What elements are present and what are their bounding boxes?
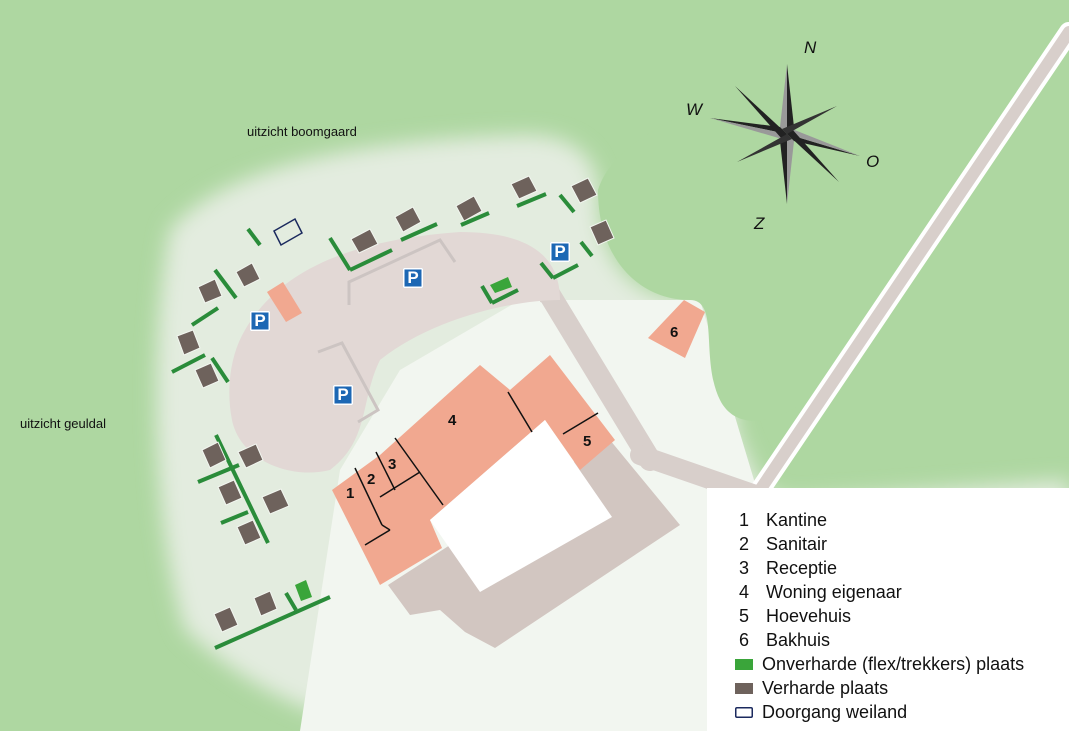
legend-text: Doorgang weiland xyxy=(762,701,908,722)
parking-sign: P xyxy=(550,242,570,262)
legend-item: 4 Woning eigenaar xyxy=(735,580,902,604)
parking-outlines xyxy=(317,238,457,424)
legend-text: Woning eigenaar xyxy=(766,581,902,602)
parking-sign: P xyxy=(403,268,423,288)
view-valley-label: uitzicht geuldal xyxy=(20,416,106,431)
compass-south: Z xyxy=(754,214,765,233)
compass-west: W xyxy=(686,100,703,119)
hedges xyxy=(171,192,594,650)
legend-item: 2 Sanitair xyxy=(735,532,827,556)
compass-east: O xyxy=(866,152,880,171)
grass-east xyxy=(598,0,1069,421)
legend-number: 1 xyxy=(739,509,750,530)
legend-text: Sanitair xyxy=(766,533,828,554)
paved-pitches xyxy=(176,175,615,633)
legend-text: Verharde plaats xyxy=(762,677,889,698)
passage-icon xyxy=(273,217,303,247)
building-6 xyxy=(648,300,705,358)
view-orchard-label: uitzicht boomgaard xyxy=(247,124,357,139)
paved-swatch-icon xyxy=(735,682,753,694)
building-1-label: 1 xyxy=(346,485,355,502)
legend-symbol-unpaved: Onverharde (flex/trekkers) plaats xyxy=(735,652,1024,676)
building-walls xyxy=(354,391,599,546)
central-plaza xyxy=(229,232,560,473)
legend-number: 6 xyxy=(739,629,750,650)
compass-rose xyxy=(710,64,860,204)
legend-text: Onverharde (flex/trekkers) plaats xyxy=(762,653,1025,674)
building-6-label: 6 xyxy=(670,324,679,341)
legend-number: 4 xyxy=(739,581,750,602)
legend-item: 5 Hoevehuis xyxy=(735,604,851,628)
legend: 1 Kantine 2 Sanitair 3 Receptie 4 Woning… xyxy=(707,488,1069,731)
building-small xyxy=(267,282,302,322)
legend-number: 5 xyxy=(739,605,750,626)
building-main xyxy=(332,355,615,585)
building-2-label: 2 xyxy=(367,471,376,488)
building-3-label: 3 xyxy=(388,456,397,473)
parking-sign: P xyxy=(333,385,353,405)
legend-text: Kantine xyxy=(766,509,828,530)
legend-symbol-passage: Doorgang weiland xyxy=(735,700,907,724)
unpaved-swatch-icon xyxy=(735,658,753,670)
legend-number: 2 xyxy=(739,533,750,554)
legend-symbol-paved: Verharde plaats xyxy=(735,676,888,700)
legend-text: Hoevehuis xyxy=(766,605,852,626)
legend-number: 3 xyxy=(739,557,750,578)
unpaved-pitches xyxy=(295,277,512,601)
compass-north: N xyxy=(804,38,817,57)
legend-item: 3 Receptie xyxy=(735,556,837,580)
passage-swatch-icon xyxy=(735,706,753,718)
courtyard xyxy=(430,420,612,592)
lane-road xyxy=(537,281,661,471)
legend-text: Receptie xyxy=(766,557,838,578)
legend-text: Bakhuis xyxy=(766,629,831,650)
legend-item: 1 Kantine xyxy=(735,508,827,532)
parking-sign: P xyxy=(250,311,270,331)
building-5-label: 5 xyxy=(583,433,592,450)
building-4-label: 4 xyxy=(448,412,457,429)
legend-item: 6 Bakhuis xyxy=(735,628,830,652)
